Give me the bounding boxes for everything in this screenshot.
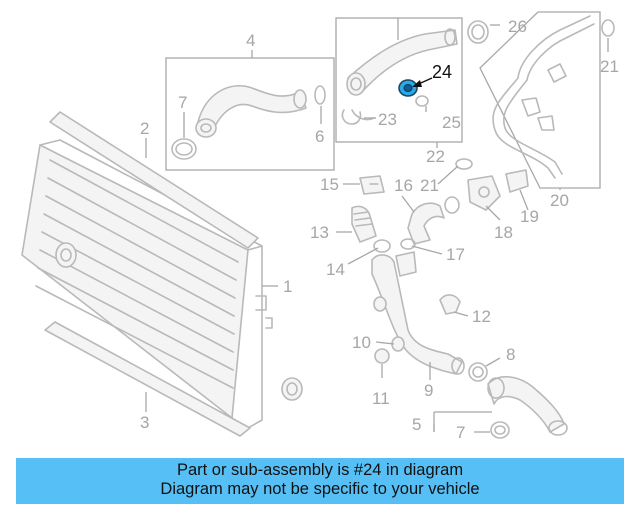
hose-part-5[interactable] [487,376,568,436]
callout-24-highlighted: 24 [432,62,452,82]
callout-15: 15 [320,175,339,194]
gasket-part-mid[interactable] [444,196,460,214]
hose-part-13[interactable] [351,205,377,243]
connector-part-15[interactable] [359,175,385,195]
clamp-part-7-lower[interactable] [490,421,510,439]
banner-line-part-number: Part or sub-assembly is #24 in diagram [176,461,464,479]
callout-11: 11 [372,389,390,408]
upper-trim-strip[interactable] [49,111,259,249]
callout-19: 19 [520,207,539,226]
bush-part-10[interactable] [373,296,405,352]
lower-trim-strip[interactable] [44,321,251,437]
seal-part-25[interactable] [415,95,429,107]
vent-hose-part[interactable] [492,15,595,179]
callout-23: 23 [378,110,397,129]
banner-line-disclaimer: Diagram may not be specific to your vehi… [160,480,480,498]
callout-25: 25 [442,113,461,132]
group-box-4 [165,57,335,171]
leader-lines [145,18,609,433]
bracket-part-19[interactable] [505,169,529,193]
intake-duct-part[interactable] [195,85,326,138]
callout-18: 18 [494,223,513,242]
callout-21-top: 21 [600,57,619,76]
callout-5: 5 [412,415,421,434]
callout-8: 8 [506,345,515,364]
callout-12: 12 [472,307,491,326]
callout-7-lower: 7 [456,423,465,442]
intercooler-part[interactable] [21,139,303,429]
elbow-hose-part-16[interactable] [407,202,445,245]
parts-diagram: 1 2 3 4 7 6 22 23 25 26 21 20 15 16 21 1… [21,11,619,442]
seal-ring-part-26[interactable] [467,20,489,44]
callout-13: 13 [310,223,329,242]
charge-tube-part-9[interactable] [371,251,465,375]
boost-sensor-part-24[interactable] [398,79,418,97]
clamp-part-8[interactable] [468,362,488,382]
callout-10: 10 [352,333,371,352]
sensor-part-12[interactable] [439,294,461,315]
group-box-20 [479,11,601,189]
leader-arrow-24 [412,77,433,87]
callout-6: 6 [315,127,324,146]
charge-pipe-part[interactable] [346,28,458,121]
callout-2: 2 [140,119,149,138]
callout-16: 16 [394,176,413,195]
callout-14: 14 [326,260,345,279]
callout-17: 17 [446,245,465,264]
bush-part-11[interactable] [374,348,390,364]
callout-7-upper: 7 [178,93,187,112]
seal-part-17[interactable] [400,238,416,250]
callout-labels: 1 2 3 4 7 6 22 23 25 26 21 20 15 16 21 1… [140,17,619,442]
seal-part-21-lower[interactable] [455,158,473,170]
clamp-part-7-upper[interactable] [171,138,197,160]
callout-22: 22 [426,147,445,166]
clip-part-23[interactable] [341,109,362,125]
callout-9: 9 [424,381,433,400]
clamp-part-21-top[interactable] [601,19,615,37]
group-box-22 [335,17,463,143]
callout-1: 1 [283,277,292,296]
callout-26: 26 [508,17,527,36]
callout-20: 20 [550,191,569,210]
callout-4: 4 [246,31,255,50]
clamp-part-14[interactable] [373,239,391,253]
housing-part-18[interactable] [467,175,501,211]
info-banner: Part or sub-assembly is #24 in diagram D… [16,458,624,504]
callout-3: 3 [140,413,149,432]
callout-21-lower: 21 [420,176,439,195]
